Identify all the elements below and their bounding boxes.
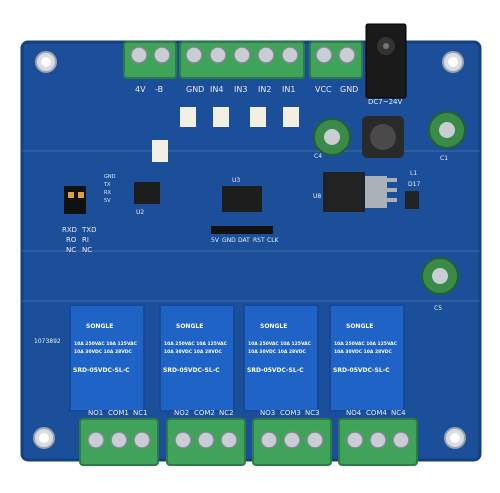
mounting-holes <box>33 51 466 449</box>
diode-d17 <box>405 191 419 209</box>
label-header-5v: 5V <box>211 237 220 244</box>
relay-2 <box>159 304 235 412</box>
relay-3-text: SONGLE 10A 250VAC 10A 125VAC 10A 30VDC 1… <box>247 323 312 374</box>
label-c4: C4 <box>314 153 322 160</box>
svg-text:10A 30VDC 10A 28VDC: 10A 30VDC 10A 28VDC <box>164 349 222 355</box>
pin-header <box>211 226 273 234</box>
label-header-clk: CLK <box>267 237 280 244</box>
label-no2: NO2 <box>174 409 189 417</box>
label-power-right-vcc: VCC <box>315 85 332 94</box>
label-left-tx: TX <box>103 182 111 188</box>
label-dc-jack: DC7~24V <box>368 98 403 106</box>
bottom-terminal-1 <box>79 418 159 466</box>
capacitor-c1 <box>428 111 466 149</box>
svg-text:10A 250VAC 10A 125VAC: 10A 250VAC 10A 125VAC <box>248 341 312 347</box>
label-ro: RO <box>66 236 77 244</box>
label-nc2: NC2 <box>219 409 234 417</box>
label-com1: COM1 <box>108 409 129 417</box>
svg-text:10A 250VAC 10A 125VAC: 10A 250VAC 10A 125VAC <box>164 341 228 347</box>
label-nc-1: NC <box>66 246 76 254</box>
label-input-in1: IN1 <box>282 85 295 94</box>
dc-jack <box>365 23 407 99</box>
label-c5: C5 <box>434 305 442 312</box>
svg-text:SONGLE: SONGLE <box>346 323 373 330</box>
serial-jumper <box>64 186 86 214</box>
label-nc-2: NC <box>82 246 92 254</box>
svg-text:10A 30VDC 10A 28VDC: 10A 30VDC 10A 28VDC <box>248 349 306 355</box>
label-l1: L1 <box>410 170 417 177</box>
label-nc1: NC1 <box>133 409 148 417</box>
label-header-rst: RST <box>253 237 265 244</box>
svg-text:10A 250VAC 10A 125VAC: 10A 250VAC 10A 125VAC <box>334 341 398 347</box>
label-u2: U2 <box>136 209 144 216</box>
label-com4: COM4 <box>366 409 387 417</box>
label-left-5v: 5V <box>104 198 111 204</box>
label-power-left-1: 4V <box>135 85 146 94</box>
regulator-u8 <box>323 172 397 212</box>
svg-text:SRD-05VDC-SL-C: SRD-05VDC-SL-C <box>247 367 304 374</box>
label-power-right-gnd: GND <box>340 85 358 94</box>
top-terminal-power-left <box>123 41 177 79</box>
label-input-in3: IN3 <box>234 85 247 94</box>
capacitor-c5 <box>421 257 459 295</box>
relay-1 <box>69 304 145 412</box>
bottom-terminal-3 <box>252 418 332 466</box>
bottom-terminal-4 <box>338 418 418 466</box>
svg-text:10A 30VDC 10A 28VDC: 10A 30VDC 10A 28VDC <box>334 349 392 355</box>
svg-text:10A 30VDC 10A 28VDC: 10A 30VDC 10A 28VDC <box>74 349 132 355</box>
label-no3: NO3 <box>260 409 275 417</box>
inductor-l1 <box>362 116 404 158</box>
label-u8: U8 <box>313 193 321 200</box>
relay-4 <box>329 304 405 412</box>
label-ri: RI <box>82 236 89 244</box>
svg-text:SRD-05VDC-SL-C: SRD-05VDC-SL-C <box>73 367 130 374</box>
top-terminal-inputs <box>179 41 305 79</box>
label-input-in2: IN2 <box>258 85 271 94</box>
label-txd: TXD <box>81 226 96 234</box>
svg-text:SONGLE: SONGLE <box>176 323 203 330</box>
svg-text:SONGLE: SONGLE <box>260 323 287 330</box>
svg-text:10A 250VAC 10A 125VAC: 10A 250VAC 10A 125VAC <box>74 341 138 347</box>
relay-1-text: SONGLE 10A 250VAC 10A 125VAC 10A 30VDC 1… <box>73 323 138 374</box>
label-header-gnd: GND <box>222 237 236 244</box>
label-left-rx: RX <box>104 190 111 196</box>
ic-u3 <box>222 186 262 212</box>
label-part-code: 1073892 <box>34 338 61 345</box>
ic-u2 <box>134 182 160 204</box>
relay-2-text: SONGLE 10A 250VAC 10A 125VAC 10A 30VDC 1… <box>163 323 228 374</box>
label-nc4: NC4 <box>391 409 406 417</box>
top-terminal-power-right <box>309 41 363 79</box>
label-c1: C1 <box>440 155 448 162</box>
label-left-gnd: GND <box>104 174 116 180</box>
label-power-left-2: -B <box>155 85 163 94</box>
label-no1: NO1 <box>88 409 103 417</box>
svg-text:SONGLE: SONGLE <box>86 323 113 330</box>
svg-text:SRD-05VDC-SL-C: SRD-05VDC-SL-C <box>333 367 390 374</box>
label-nc3: NC3 <box>305 409 320 417</box>
relay-4-text: SONGLE 10A 250VAC 10A 125VAC 10A 30VDC 1… <box>333 323 398 374</box>
label-u3: U3 <box>232 177 240 184</box>
pcb-texture <box>22 150 480 302</box>
label-rxd: RXD <box>62 226 77 234</box>
label-header-dat: DAT <box>238 237 250 244</box>
optocoupler-row <box>152 107 299 162</box>
label-input-in4: IN4 <box>210 85 223 94</box>
label-input-gnd: GND <box>186 85 204 94</box>
svg-text:SRD-05VDC-SL-C: SRD-05VDC-SL-C <box>163 367 220 374</box>
label-no4: NO4 <box>346 409 362 417</box>
relay-3 <box>243 304 319 412</box>
label-com3: COM3 <box>280 409 301 417</box>
label-com2: COM2 <box>194 409 215 417</box>
bottom-terminal-2 <box>166 418 246 466</box>
capacitor-c4 <box>313 118 351 156</box>
label-d17: D17 <box>408 181 420 188</box>
